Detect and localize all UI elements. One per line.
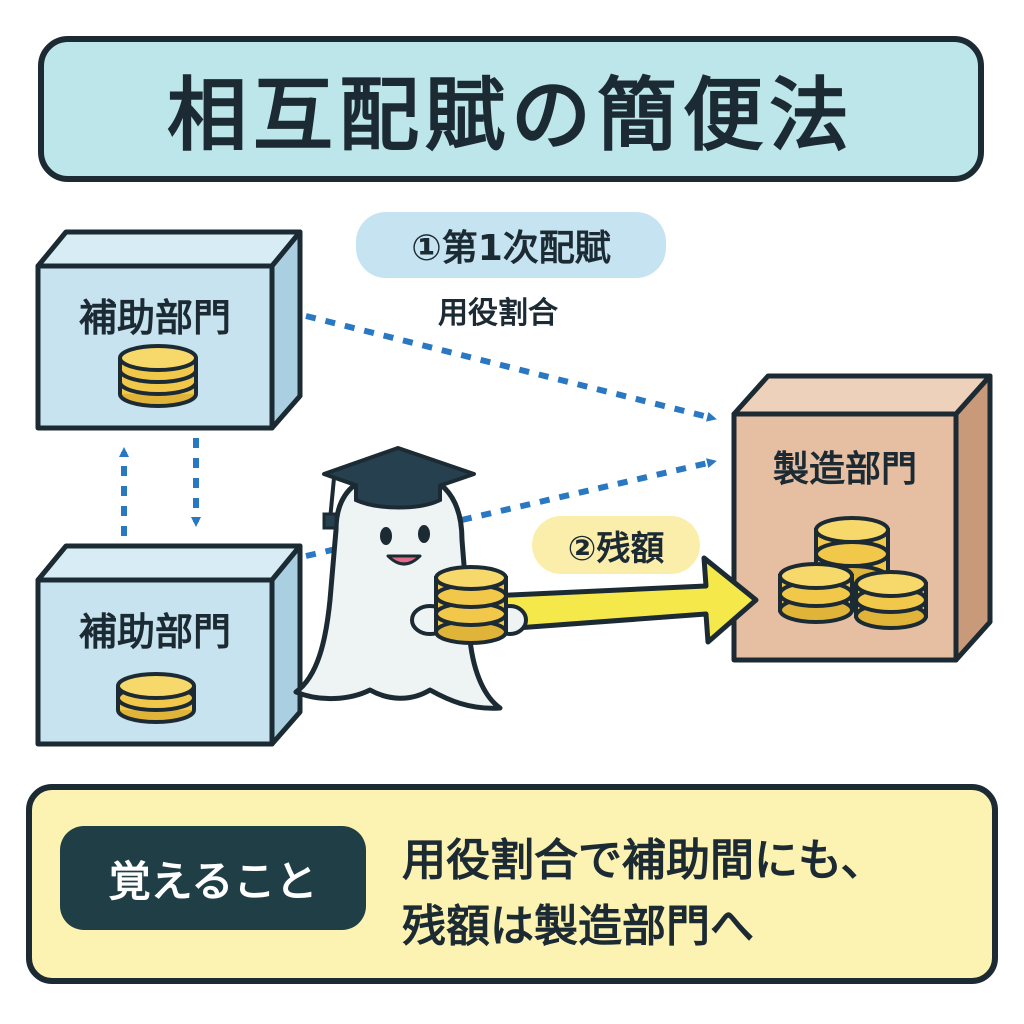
page-title: 相互配賦の簡便法	[167, 69, 855, 162]
memo-badge: 覚えること	[60, 826, 366, 930]
coin-stack-icon	[118, 344, 198, 408]
support-department-top-label: 補助部門	[78, 295, 231, 340]
manufacturing-department-label: 製造部門	[772, 449, 917, 490]
service-ratio-label: 用役割合	[438, 296, 558, 331]
memo-line-1: 用役割合で補助間にも、	[402, 835, 885, 886]
allocation-arrow-top-to-manufacturing	[305, 313, 717, 422]
coin-stack-icon	[116, 672, 196, 724]
title-banner: 相互配賦の簡便法	[38, 36, 984, 182]
ghost-mascot-icon	[293, 446, 528, 711]
coin-stack-icon	[778, 516, 928, 630]
step2-label: ②残額	[532, 516, 700, 574]
step1-label: ①第1次配賦	[356, 212, 666, 278]
support-department-top-box	[35, 229, 303, 431]
memo-line-2: 残額は製造部門へ	[402, 901, 754, 952]
support-department-bottom-label: 補助部門	[78, 609, 231, 654]
